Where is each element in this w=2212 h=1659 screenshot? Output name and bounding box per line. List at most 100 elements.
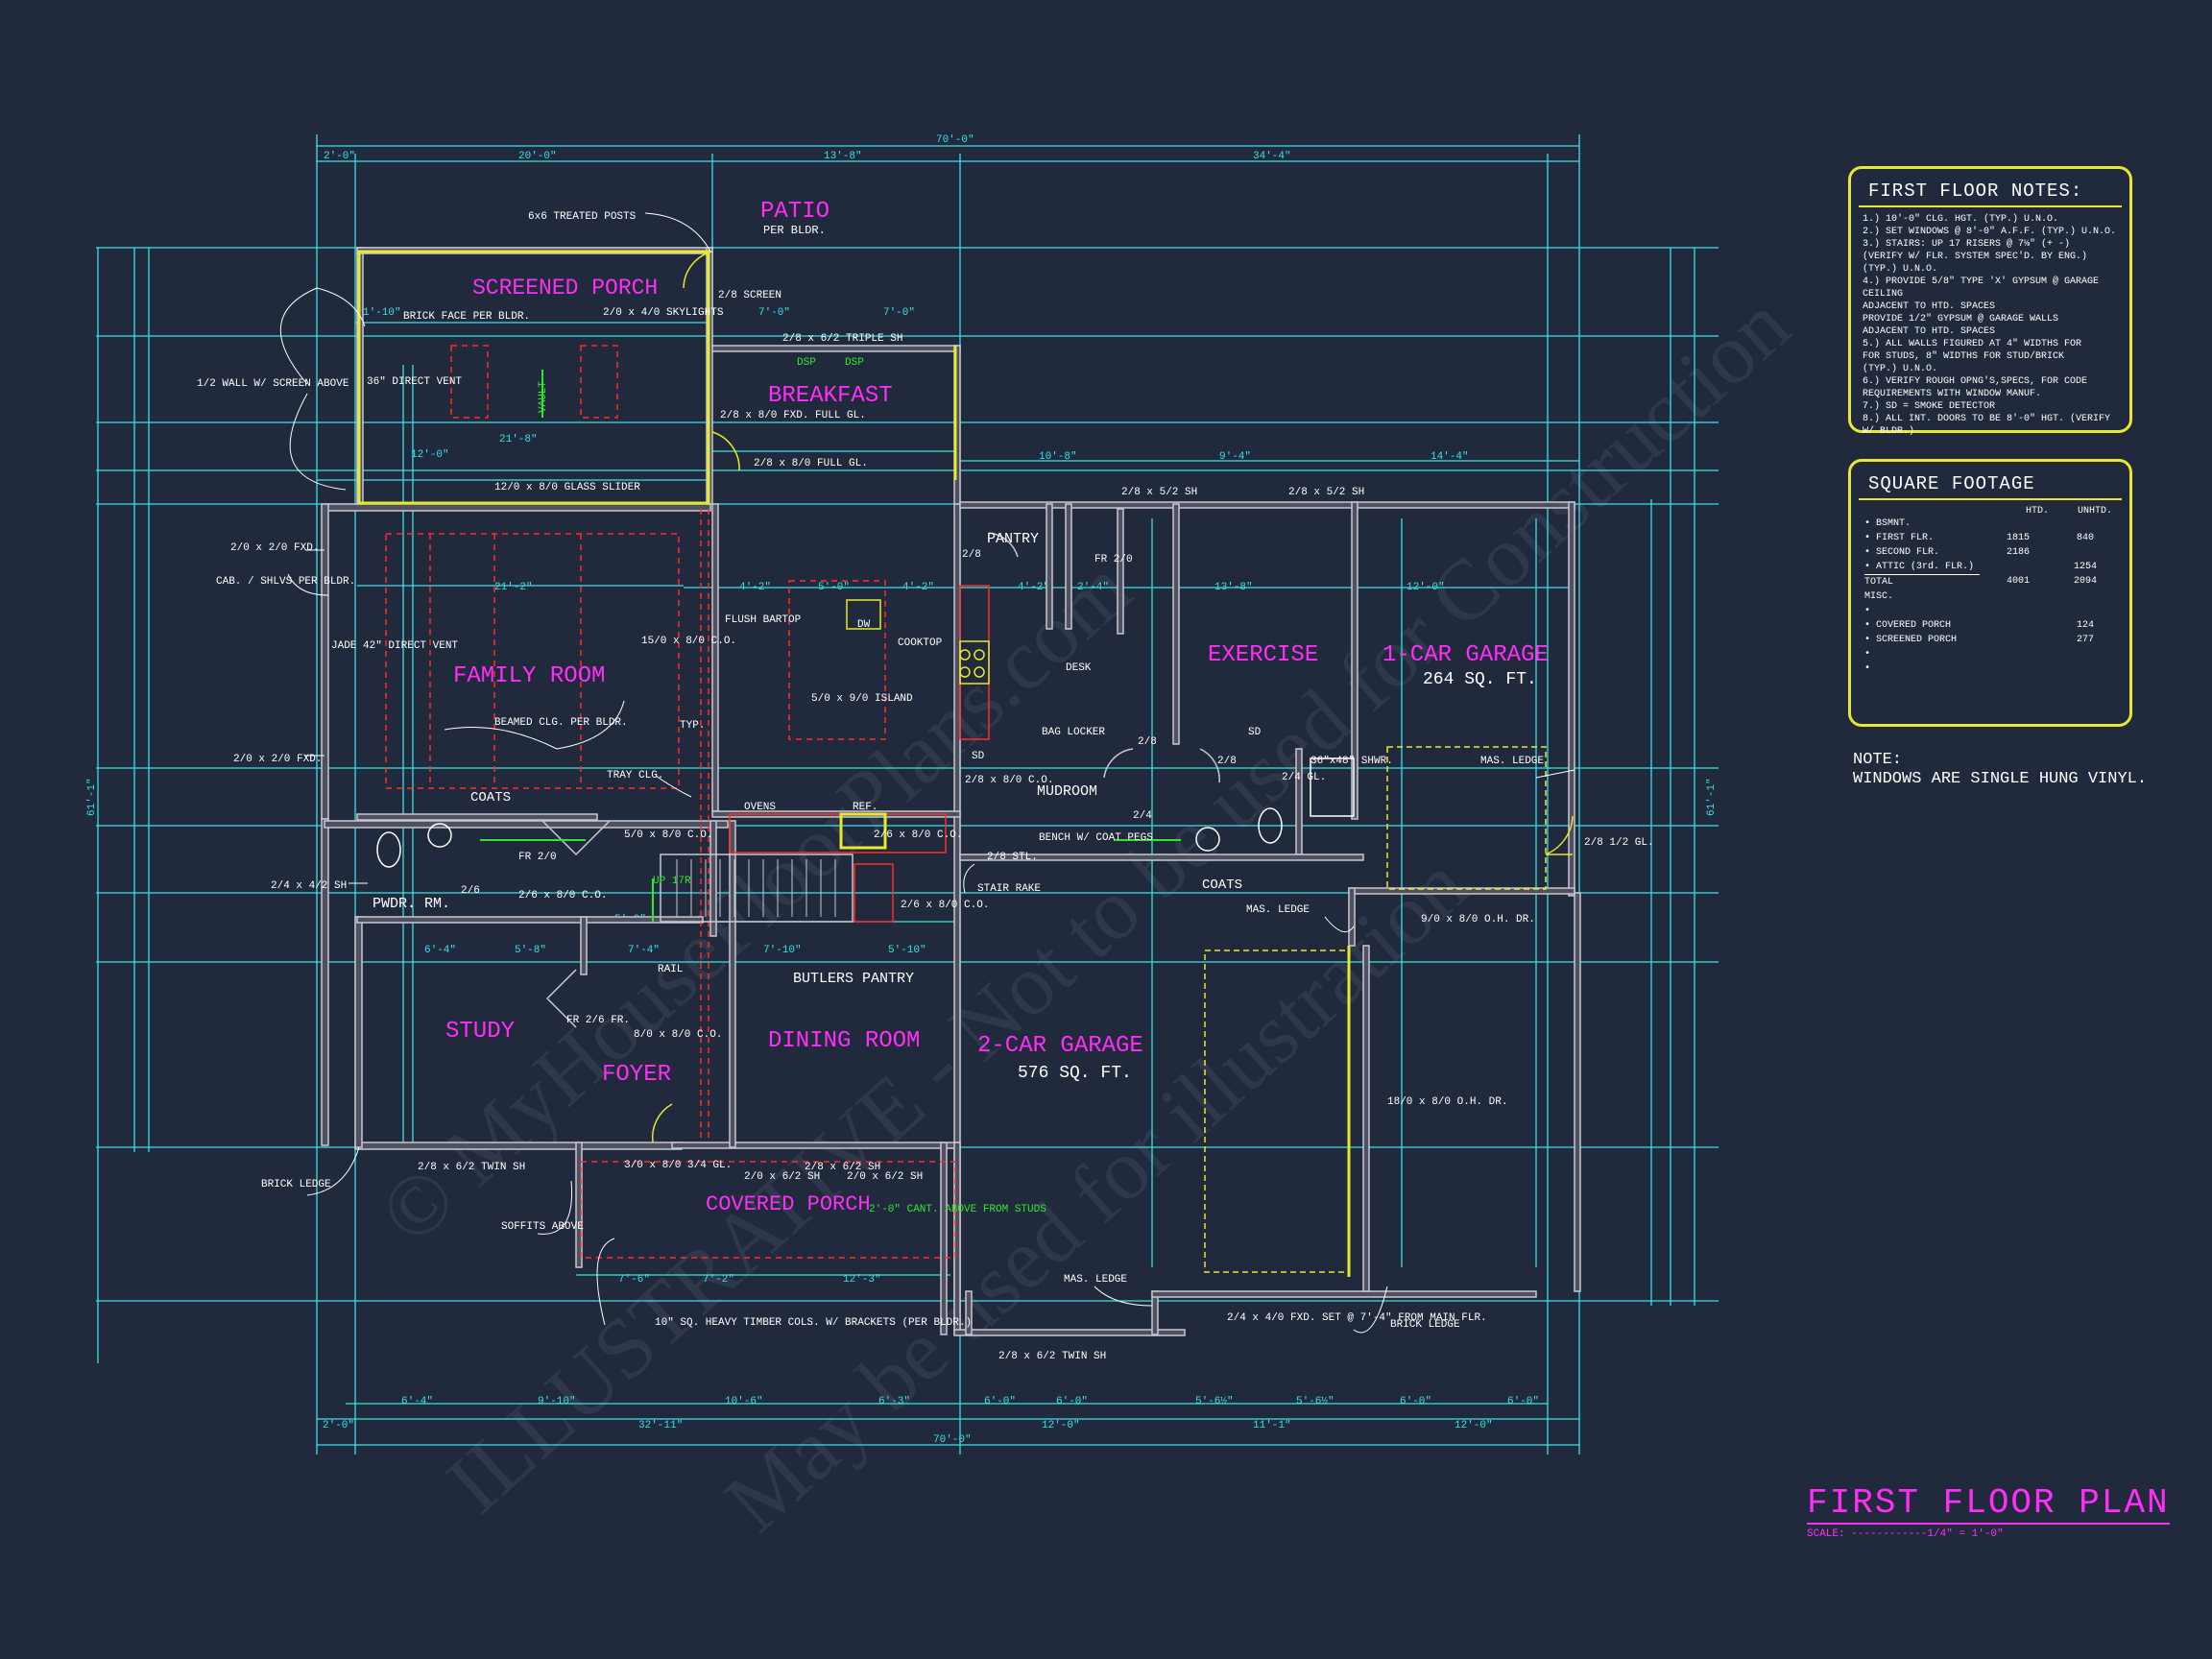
note-shwr: 36"x48" SHWR. <box>1310 756 1393 767</box>
room-foyer: FOYER <box>602 1062 671 1088</box>
note-sh-2-0-a: 2/0 x 6/2 SH <box>744 1171 820 1183</box>
dim-int-1: 1'-10" <box>363 307 401 319</box>
note-2-8-c: 2/8 <box>962 549 981 561</box>
dim-inner-5: 6'-0" <box>984 1396 1016 1407</box>
room-exercise: EXERCISE <box>1208 642 1318 668</box>
shower <box>1310 757 1355 817</box>
note-oh-dr-18: 18/0 x 8/0 O.H. DR. <box>1387 1096 1507 1108</box>
sqft-label: TOTAL <box>1864 574 1980 589</box>
note-item: 4.) PROVIDE 5/8" TYPE 'X' GYPSUM @ GARAG… <box>1863 276 2100 337</box>
note-mas-ledge-1: MAS. LEDGE <box>1480 756 1544 767</box>
sqft-htd <box>1980 604 2056 618</box>
note-brick-face: BRICK FACE PER BLDR. <box>403 311 530 323</box>
note-rail: RAIL <box>658 964 683 975</box>
sqft-htd: 2186 <box>2006 547 2030 558</box>
room-covered-porch: COVERED PORCH <box>706 1192 871 1216</box>
room-breakfast: BREAKFAST <box>768 383 893 409</box>
sqft-label: • ATTIC (3rd. FLR.) <box>1864 562 1975 572</box>
note-item: 6.) VERIFY ROUGH OPNG'S,SPECS, FOR CODE … <box>1863 376 2088 399</box>
note-co-8: 8/0 x 8/0 C.O. <box>634 1029 722 1041</box>
note-item: 3.) STAIRS: UP 17 RISERS @ 7⅛" (+ -) (VE… <box>1863 239 2088 275</box>
sqft-htd <box>1980 618 2056 633</box>
dim-top-1: 2'-0" <box>324 151 355 162</box>
sqft-htd: 4001 <box>2006 576 2030 587</box>
sqft-label: • FIRST FLR. <box>1864 533 1935 543</box>
note-flush-bartop: FLUSH BARTOP <box>725 614 802 626</box>
kitchen-fixtures <box>660 585 990 923</box>
stair-treads <box>676 859 836 917</box>
dim-right-overall: 61'-1" <box>1706 778 1718 816</box>
dim-inner-10: 6'-0" <box>1507 1396 1539 1407</box>
notes-list: 1.) 10'-0" CLG. HGT. (TYP.) U.N.O. 2.) S… <box>1851 213 2129 438</box>
dim-inner-1: 6'-4" <box>401 1396 433 1407</box>
dim-int-11: 5'-0" <box>818 582 850 593</box>
dim-top-overall: 70'-0" <box>936 134 974 146</box>
note-dw: DW <box>857 619 871 631</box>
sqft-row: MISC. <box>1851 589 2129 604</box>
dim-int-21: 5'-10" <box>888 945 926 956</box>
note-sd-2: SD <box>1248 727 1262 738</box>
sqft-htd <box>1980 589 2056 604</box>
note-cab-shlvs: CAB. / SHLVS PER BLDR. <box>216 576 355 588</box>
square-footage-panel: SQUARE FOOTAGE HTD. UNHTD. • BSMNT. • FI… <box>1848 459 2132 727</box>
toilet-powder <box>376 831 401 868</box>
sqft-col-htd: HTD. <box>2025 506 2049 517</box>
dim-bottom-1: 2'-0" <box>323 1420 354 1431</box>
dim-int-20: 7'-10" <box>763 945 802 956</box>
note-twin-sh-1: 2/8 x 6/2 TWIN SH <box>418 1162 525 1173</box>
sqft-label: • <box>1864 606 1871 616</box>
note-stl: 2/8 STL. <box>987 852 1038 863</box>
dim-int-2: 21'-8" <box>499 434 538 445</box>
note-co-2-8: 2/8 x 8/0 C.O. <box>965 775 1053 786</box>
note-co-5: 5/0 x 8/0 C.O. <box>624 830 712 841</box>
sqft-row-total: TOTAL 4001 2094 <box>1851 574 2129 589</box>
sqft-unhtd: 2094 <box>2073 576 2097 587</box>
note-fxd-full-gl: 2/8 x 8/0 FXD. FULL GL. <box>720 410 866 421</box>
sqft-htd <box>1980 633 2056 647</box>
note-desk: DESK <box>1066 662 1092 674</box>
room-pantry: PANTRY <box>987 531 1039 547</box>
note-full-gl: 2/8 x 8/0 FULL GL. <box>754 458 868 469</box>
sqft-row: • ATTIC (3rd. FLR.) 1254 <box>1851 560 2129 574</box>
dim-int-8: 14'-4" <box>1431 451 1469 463</box>
dim-inner-8: 5'-6½" <box>1296 1396 1334 1407</box>
note-item: 8.) ALL INT. DOORS TO BE 8'-0" HGT. (VER… <box>1863 414 2111 437</box>
note-co-2-6-b: 2/6 x 8/0 C.O. <box>874 830 962 841</box>
dim-int-5: 7'-0" <box>883 307 915 319</box>
note-item: 1.) 10'-0" CLG. HGT. (TYP.) U.N.O. <box>1863 214 2059 225</box>
note-2-4-gl: 2/4 GL. <box>1282 772 1326 783</box>
note-bench: BENCH W/ COAT PEGS <box>1039 832 1153 844</box>
note-cooktop: COOKTOP <box>898 637 943 649</box>
sqft-htd <box>1980 560 2056 574</box>
sink-mudroom <box>1195 827 1220 852</box>
note-coats-2: COATS <box>1202 878 1242 893</box>
note-soffits: SOFFITS ABOVE <box>501 1221 584 1233</box>
sqft-label: • COVERED PORCH <box>1864 620 1952 631</box>
cooktop-burner-2 <box>974 649 985 661</box>
sqft-unhtd: 840 <box>2076 533 2094 543</box>
room-patio: PATIO <box>760 199 830 225</box>
dim-inner-7: 5'-6½" <box>1195 1396 1234 1407</box>
note-co-2-6-c: 2/6 x 8/0 C.O. <box>901 900 989 911</box>
dim-int-9: 21'-2" <box>494 582 533 593</box>
dim-int-13: 4'-2" <box>1018 582 1049 593</box>
notes-title: FIRST FLOOR NOTES: <box>1859 177 2122 207</box>
sqft-unhtd: 277 <box>2076 635 2094 645</box>
note-up-17r: UP 17R <box>653 876 691 887</box>
dim-int-23: 7'-6" <box>618 1274 650 1286</box>
dim-int-7: 9'-4" <box>1219 451 1251 463</box>
windows-note-text: WINDOWS ARE SINGLE HUNG VINYL. <box>1853 770 2148 788</box>
note-half-gl: 2/8 1/2 GL. <box>1584 837 1654 849</box>
note-item: 5.) ALL WALLS FIGURED AT 4" WIDTHS FOR F… <box>1863 339 2082 374</box>
dim-bottom-2: 32'-11" <box>638 1420 683 1431</box>
note-brick-ledge-1: BRICK LEDGE <box>261 1179 331 1190</box>
note-co-2-6-a: 2/6 x 8/0 C.O. <box>518 890 607 902</box>
dim-int-12: 4'-2" <box>902 582 934 593</box>
dim-bottom-5: 12'-0" <box>1455 1420 1493 1431</box>
note-direct-vent: 36" DIRECT VENT <box>367 376 462 388</box>
sheet-title-block: FIRST FLOOR PLAN SCALE: ------------1/4"… <box>1807 1483 2170 1540</box>
note-mas-ledge-2: MAS. LEDGE <box>1246 904 1310 916</box>
sqft-unhtd: 1254 <box>2073 562 2097 572</box>
sqft-row: • <box>1851 604 2129 618</box>
